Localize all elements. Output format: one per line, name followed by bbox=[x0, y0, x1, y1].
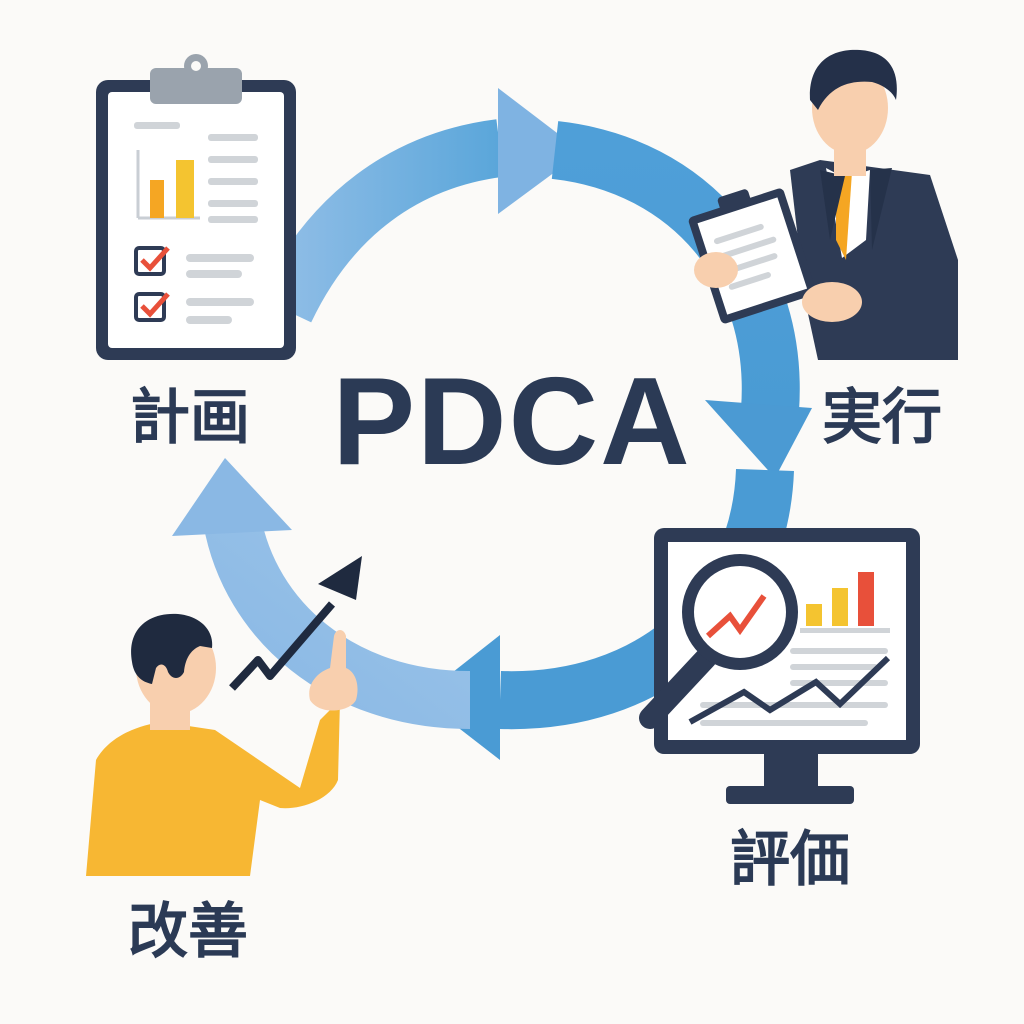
label-do: 実行 bbox=[822, 383, 942, 453]
businessman-icon bbox=[688, 49, 958, 360]
clipboard-icon bbox=[96, 54, 296, 360]
label-act: 改善 bbox=[128, 897, 248, 967]
cycle-arrow-top bbox=[258, 88, 582, 323]
label-check: 評価 bbox=[730, 825, 850, 895]
pdca-title: PDCA bbox=[332, 353, 692, 491]
label-plan: 計画 bbox=[130, 383, 250, 453]
pointing-person-icon bbox=[86, 613, 358, 876]
magnifier-icon bbox=[639, 554, 798, 729]
cycle-arrow-left bbox=[172, 458, 471, 729]
rising-arrow-icon bbox=[229, 556, 362, 691]
